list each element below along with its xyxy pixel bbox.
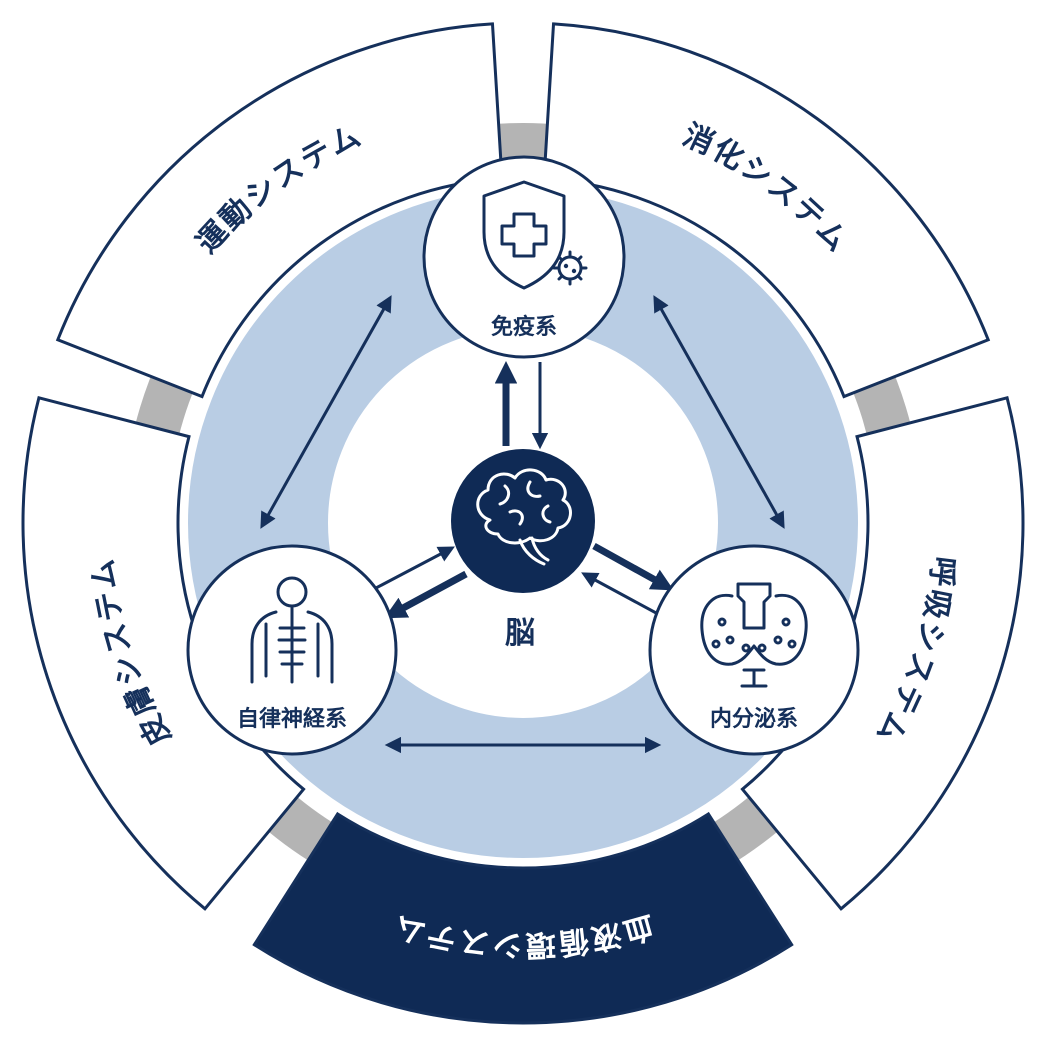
arrow-brain-to-autonomic [384,570,468,619]
arrow-autonomic-to-brain [375,546,455,590]
node-autonomic-label: 自律神経系 [237,706,347,732]
segment-digestive [542,22,991,399]
arrow-immune-autonomic [260,295,392,529]
outer-segments [21,22,1025,1025]
arrow-endocrine-to-brain [581,572,659,616]
node-endocrine-label: 内分泌系 [710,706,798,732]
node-endocrine-circle [648,544,860,756]
segment-motor [55,22,504,399]
brain-icon [476,468,572,566]
thyroid-icon [700,582,808,688]
brain-label: 脳 [505,616,535,651]
segment-respiratory [740,395,1025,911]
arrow-brain-to-endocrine [592,542,674,591]
node-endocrine: 内分泌系 [648,544,860,756]
brain-hub: 脳 [451,449,595,651]
connector-arrows [260,295,785,754]
node-immune-label: 免疫系 [491,314,557,340]
shield-medical-virus-icon [482,180,588,290]
node-immune: 免疫系 [422,155,626,359]
node-autonomic: 自律神経系 [186,544,398,756]
skeleton-nervous-icon [250,576,334,684]
arrow-immune-endocrine [653,295,785,529]
segment-circulatory [252,811,794,1025]
